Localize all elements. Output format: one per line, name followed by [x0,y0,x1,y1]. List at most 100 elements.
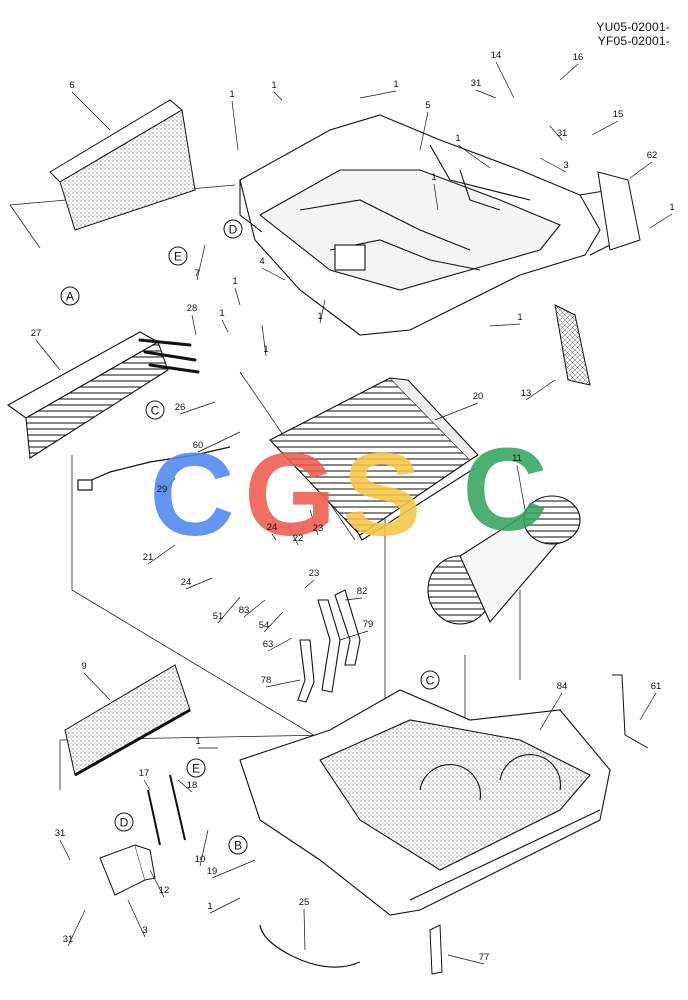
leader-line-c62 [629,161,653,179]
callout-c1i: 1 [317,311,322,322]
ref-marker-rD1: D [223,219,243,239]
leader-line-c3b [127,899,146,938]
ref-marker-rE2: E [186,758,206,778]
callout-c18: 18 [187,780,198,791]
callout-c54: 54 [259,620,270,631]
ref-marker-rA: A [60,286,80,306]
leader-line-c15 [591,120,619,136]
leader-line-c77 [447,954,485,965]
air-filter-top [49,99,196,231]
leader-line-c22 [287,524,299,546]
actuator-3-lower [99,844,156,896]
callout-c84: 84 [557,681,568,692]
svg-text:C: C [151,404,160,418]
leader-line-c24b [271,533,277,541]
part-code-2: YF05-02001- [597,34,670,48]
link-rods [147,774,186,846]
hoses [297,589,361,703]
svg-text:D: D [229,223,238,237]
leader-line-c28 [191,314,197,336]
leader-line-c1i [319,299,326,324]
leader-line-c1j [489,323,521,327]
leader-line-c83 [243,599,266,618]
leader-line-c63 [267,637,293,652]
callout-c16: 16 [573,52,584,63]
leader-line-c84 [539,692,563,731]
callout-c79: 79 [363,619,374,630]
leader-line-c1m [209,897,241,914]
callout-c1e: 1 [669,202,674,213]
callout-c5: 5 [425,100,430,111]
callout-c19: 19 [207,866,218,877]
callout-c4: 4 [259,256,264,267]
leader-line-c24a [185,577,213,590]
leader-line-c54 [263,611,284,633]
leader-line-c1k [433,183,439,211]
callout-c29: 29 [157,484,168,495]
leader-line-c23b [304,579,315,589]
callout-c3a: 3 [563,160,568,171]
watermark-letter-3: S [343,429,422,561]
callout-c51: 51 [213,611,224,622]
leader-line-c14 [495,61,515,99]
leader-line-c21 [147,544,176,565]
svg-text:E: E [174,250,182,264]
air-filter-bottom [64,664,191,777]
leader-line-c1c [359,90,397,99]
svg-text:B: B [234,839,242,853]
leader-line-c10 [199,829,209,867]
leader-line-c18 [177,779,193,793]
harness-29 [77,446,231,491]
leader-line-c25 [303,908,306,951]
callout-leader-lines [35,61,673,965]
watermark-letter-2: G [244,429,336,561]
callout-c25: 25 [299,897,310,908]
evaporator-core-20 [269,377,479,541]
leader-line-c79 [339,630,369,641]
watermark-letter-1: C [149,429,234,561]
callout-c77: 77 [479,952,490,963]
callout-c1m: 1 [207,901,212,912]
leader-line-c1b [273,91,283,101]
leader-line-c1h [261,324,267,357]
leader-line-c31c [59,839,71,861]
leader-line-c13 [525,379,556,401]
callout-c1g: 1 [219,308,224,319]
leader-line-c5 [419,111,429,151]
callout-c11: 11 [512,453,522,464]
callout-c20: 20 [473,391,484,402]
leader-line-c3a [539,157,567,173]
watermark-letter-4: C [462,424,547,556]
ref-marker-rC2: C [420,670,440,690]
callout-c62: 62 [647,150,658,161]
leader-line-c9 [83,672,111,701]
callout-c63: 63 [263,639,274,650]
leader-line-c61 [639,692,657,721]
callout-c10: 10 [195,854,206,865]
ref-marker-rE1: E [168,246,188,266]
callout-c13: 13 [521,388,532,399]
lower-housing-84 [239,689,611,916]
leader-line-c1e [649,213,673,229]
callout-c17: 17 [139,768,150,779]
leader-line-c6 [71,91,111,131]
callout-c1a: 1 [229,89,234,100]
leader-line-c1g [221,319,229,333]
callout-c23b: 23 [309,568,320,579]
callout-c31d: 31 [63,934,74,945]
callout-c83: 83 [239,605,250,616]
leader-line-c27 [35,339,61,371]
leader-line-c31d [67,909,86,947]
callout-c1c: 1 [393,79,398,90]
upper-housing [239,114,611,336]
leader-line-c26 [179,401,216,415]
callout-c1d: 1 [455,133,460,144]
leader-line-c17 [143,779,151,791]
callout-c23a: 23 [313,523,324,534]
svg-text:A: A [66,290,74,304]
callout-c28: 28 [187,303,198,314]
leader-line-c4 [261,267,286,281]
callout-c12: 12 [159,885,170,896]
callout-c1b: 1 [271,80,276,91]
